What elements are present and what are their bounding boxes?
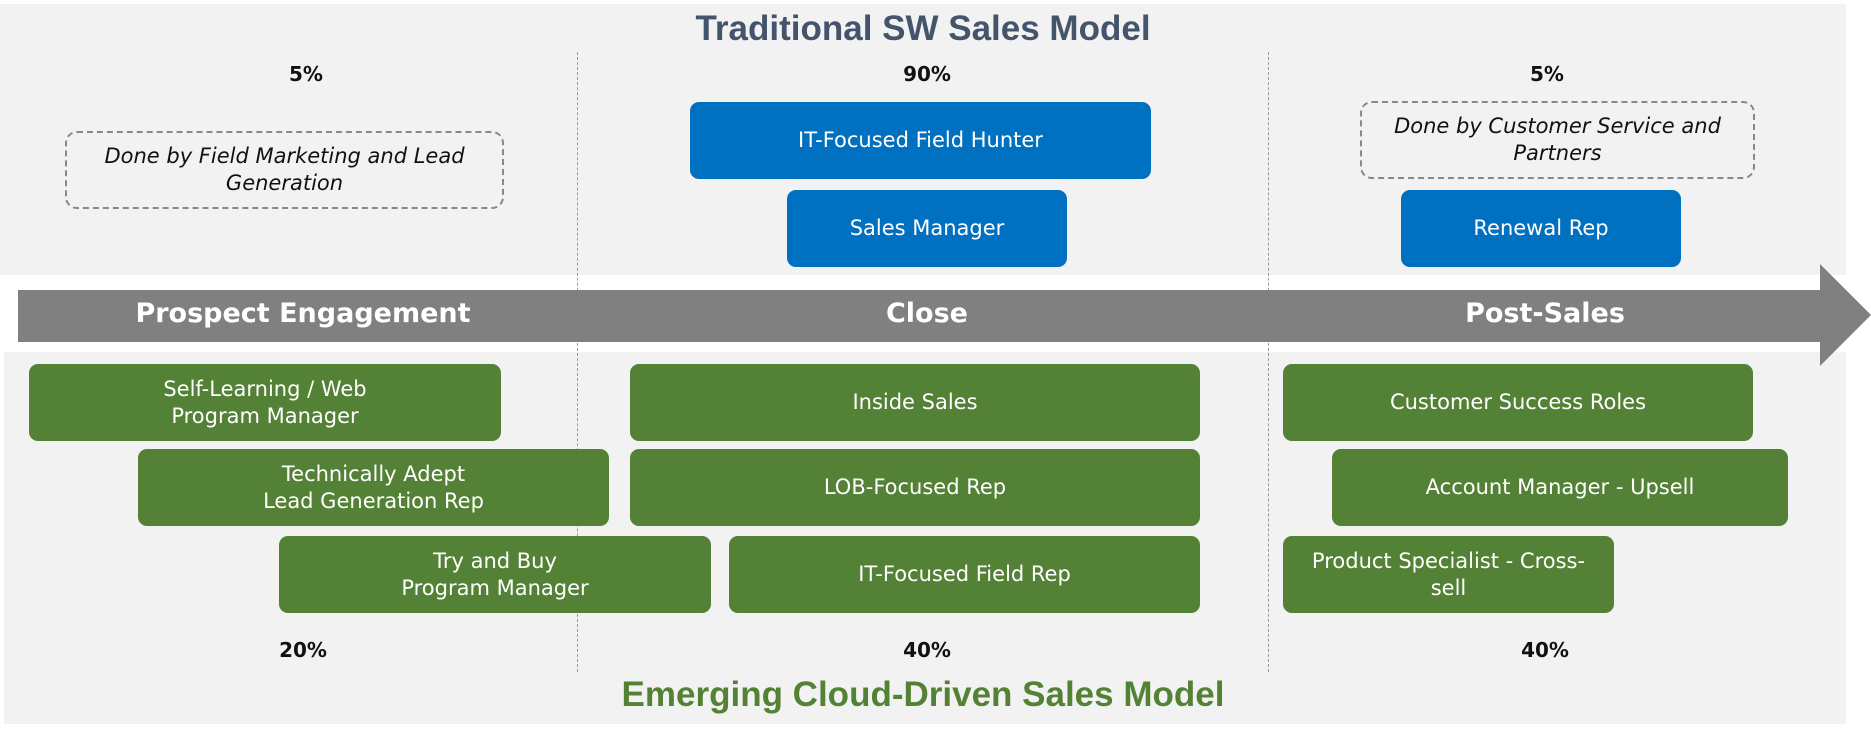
- role-inside-sales: Inside Sales: [630, 364, 1200, 441]
- traditional-close-percent: 90%: [903, 62, 951, 86]
- divider-close-postsales: [1268, 52, 1269, 672]
- emerging-model-title: Emerging Cloud-Driven Sales Model: [621, 675, 1225, 714]
- emerging-prospect-percent: 20%: [279, 638, 327, 662]
- role-it-focused-field-hunter: IT-Focused Field Hunter: [690, 102, 1151, 179]
- phase-close: Close: [885, 298, 968, 329]
- phase-prospect-engagement: Prospect Engagement: [135, 298, 471, 329]
- emerging-close-percent: 40%: [903, 638, 951, 662]
- role-renewal-rep: Renewal Rep: [1401, 190, 1681, 267]
- traditional-prospect-percent: 5%: [289, 62, 323, 86]
- prospect-note-field-marketing: Done by Field Marketing and Lead Generat…: [65, 131, 504, 209]
- arrow-shape: [18, 264, 1871, 366]
- role-product-specialist-cross-sell: Product Specialist - Cross- sell: [1283, 536, 1614, 613]
- emerging-postsales-percent: 40%: [1521, 638, 1569, 662]
- role-self-learning-program-manager: Self-Learning / Web Program Manager: [29, 364, 501, 441]
- sales-phase-arrow: [18, 264, 1871, 366]
- role-it-focused-field-rep: IT-Focused Field Rep: [729, 536, 1200, 613]
- role-lead-generation-rep: Technically Adept Lead Generation Rep: [138, 449, 609, 526]
- role-sales-manager: Sales Manager: [787, 190, 1067, 267]
- role-lob-focused-rep: LOB-Focused Rep: [630, 449, 1200, 526]
- postsales-note-customer-service: Done by Customer Service and Partners: [1360, 101, 1755, 179]
- phase-post-sales: Post-Sales: [1465, 298, 1625, 329]
- role-account-manager-upsell: Account Manager - Upsell: [1332, 449, 1788, 526]
- divider-prospect-close: [577, 52, 578, 672]
- traditional-model-title: Traditional SW Sales Model: [695, 9, 1151, 48]
- traditional-postsales-percent: 5%: [1530, 62, 1564, 86]
- role-customer-success: Customer Success Roles: [1283, 364, 1753, 441]
- role-try-and-buy-program-manager: Try and Buy Program Manager: [279, 536, 711, 613]
